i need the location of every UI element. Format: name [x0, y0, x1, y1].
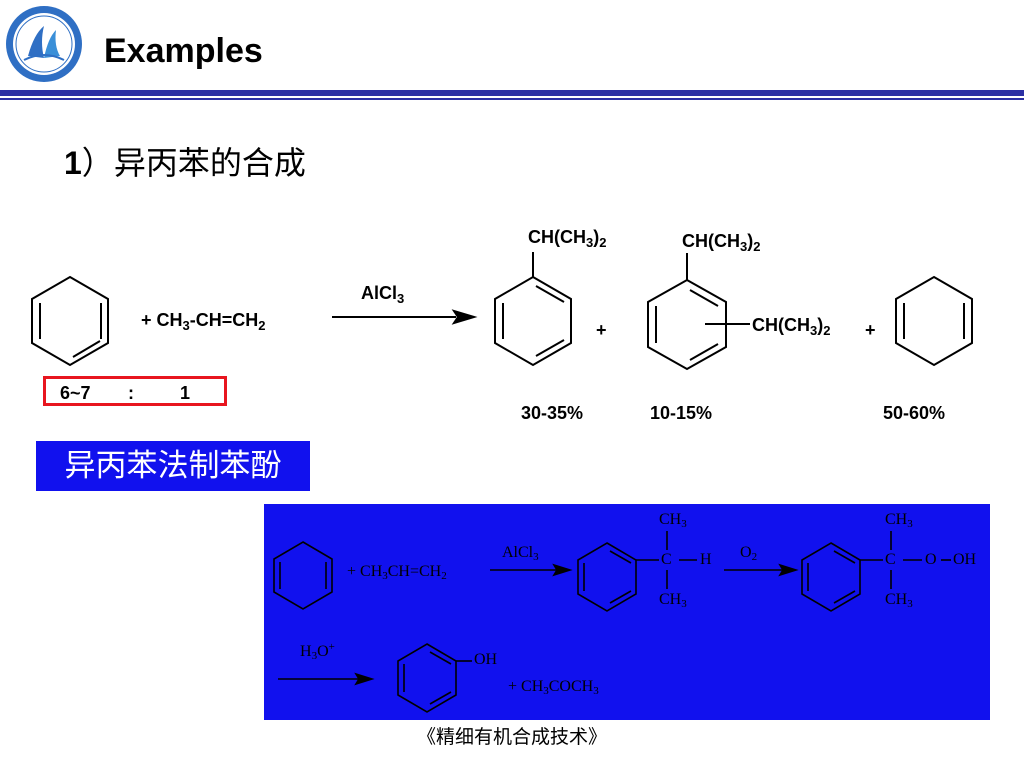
- yield-benzene: 50-60%: [883, 403, 946, 423]
- section-number: 1: [64, 145, 82, 181]
- panel-ch3-top-1: CH3: [659, 511, 687, 530]
- panel-cumene: [577, 531, 697, 612]
- section-heading: 1）异丙苯的合成: [64, 147, 306, 179]
- panel-arrow-3: [278, 672, 375, 686]
- catalyst-alcl3: AlCl3: [361, 283, 405, 306]
- panel-oxygen: O: [925, 551, 937, 568]
- panel-phenol: [397, 643, 472, 713]
- university-seal-icon: [6, 6, 82, 82]
- yield-diisopropylbenzene: 10-15%: [650, 403, 713, 423]
- benzene-reactant: [31, 275, 109, 367]
- footer-book-title: 《精细有机合成技术》: [416, 726, 607, 748]
- isopropyl-group-3: CH(CH3)2: [752, 315, 831, 338]
- section-paren: ）: [81, 144, 114, 182]
- panel-hydrogen: H: [700, 551, 712, 568]
- panel-acid: H3O+: [300, 641, 335, 662]
- page-title: Examples: [104, 32, 263, 70]
- panel-oxidant: O2: [740, 544, 758, 563]
- plus-sign-2: +: [865, 320, 876, 340]
- reaction-arrow-1: [332, 309, 478, 325]
- section-text: 异丙苯的合成: [113, 144, 306, 182]
- benzene-product: [895, 275, 973, 367]
- panel-ch3-top-2: CH3: [885, 511, 913, 530]
- propene-reagent: + CH3-CH=CH2: [141, 310, 266, 333]
- panel-acetone: + CH3COCH3: [508, 678, 599, 697]
- panel-hydroxyl: OH: [953, 551, 977, 568]
- isopropyl-group-2: CH(CH3)2: [682, 231, 761, 254]
- panel-carbon-1: C: [661, 551, 672, 568]
- panel-ch3-bottom-2: CH3: [885, 591, 913, 610]
- header-rule-thin: [0, 98, 1024, 100]
- yield-cumene: 30-35%: [521, 403, 584, 423]
- phenol-process-label: 异丙苯法制苯酚: [36, 441, 310, 491]
- panel-propene-reagent: + CH3CH=CH2: [347, 563, 447, 582]
- cumene-phenol-panel: [264, 504, 990, 720]
- diisopropylbenzene-product: [647, 253, 750, 371]
- isopropyl-group-1: CH(CH3)2: [528, 227, 607, 250]
- panel-catalyst: AlCl3: [502, 544, 539, 563]
- panel-ch3-bottom-1: CH3: [659, 591, 687, 610]
- panel-benzene: [273, 541, 333, 610]
- panel-cumene-hydroperoxide: [801, 531, 951, 612]
- ratio-highlight-box: [43, 376, 227, 406]
- plus-sign-1: +: [596, 320, 607, 340]
- panel-phenol-oh: OH: [474, 651, 498, 668]
- header-rule: [0, 90, 1024, 96]
- panel-arrow-1: [490, 563, 573, 577]
- panel-arrow-2: [724, 563, 799, 577]
- cumene-product: [494, 252, 572, 367]
- panel-carbon-2: C: [885, 551, 896, 568]
